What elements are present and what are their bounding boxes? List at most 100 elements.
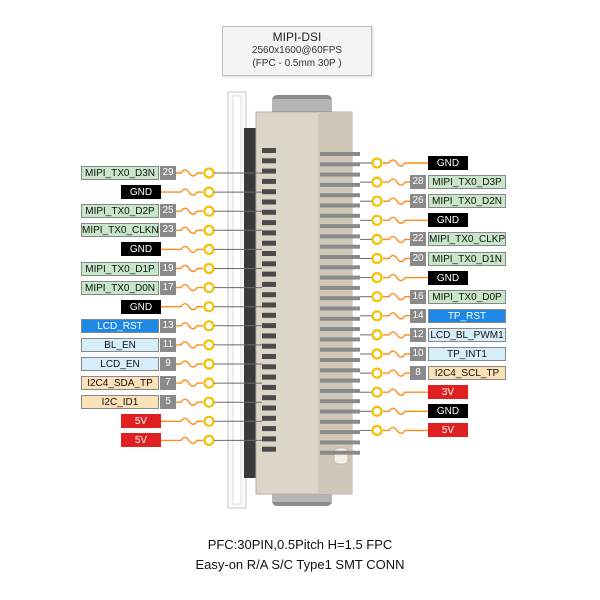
right-pad xyxy=(371,233,383,245)
right-wire xyxy=(383,235,410,244)
left-pin-number: 25 xyxy=(160,204,176,219)
right-wire xyxy=(383,312,410,320)
left-pin-label: I2C4_SDA_TP xyxy=(81,376,159,391)
contact-right-25 xyxy=(320,399,360,404)
connector-key xyxy=(333,447,349,465)
contact-right-19 xyxy=(320,337,360,342)
contact-left-27 xyxy=(262,415,276,421)
contact-right-29 xyxy=(320,440,360,445)
left-pin-label: MIPI_TX0_CLKN xyxy=(81,223,159,238)
left-pad xyxy=(203,167,215,179)
title-box: MIPI-DSI 2560x1600@60FPS (FPC - 0.5mm 30… xyxy=(222,26,372,76)
right-wire xyxy=(383,426,428,435)
left-pad xyxy=(203,358,215,370)
right-wire xyxy=(383,293,410,301)
left-pin-label: 5V xyxy=(121,414,161,429)
left-pad xyxy=(203,224,215,236)
right-pin-number: 22 xyxy=(410,232,426,247)
left-pad xyxy=(203,262,215,275)
left-wire xyxy=(176,341,203,349)
left-pin-label: MIPI_TX0_D0N xyxy=(81,280,159,295)
contact-left-2 xyxy=(262,158,276,164)
right-wire xyxy=(383,350,410,358)
contact-right-15 xyxy=(320,296,360,301)
right-pin-number: 8 xyxy=(410,366,426,381)
contact-left-4 xyxy=(262,178,276,184)
right-pin-label: 5V xyxy=(428,423,468,438)
diagram-title: MIPI-DSI xyxy=(272,30,322,44)
contact-right-28 xyxy=(320,430,360,435)
left-pin-label: GND xyxy=(121,242,161,257)
left-pin-label: 5V xyxy=(121,433,161,448)
left-wire xyxy=(161,245,203,254)
contact-left-3 xyxy=(262,168,276,174)
right-pin-label: MIPI_TX0_D1N xyxy=(428,251,506,266)
contact-right-12 xyxy=(320,265,360,270)
left-pad xyxy=(203,339,215,351)
right-pad xyxy=(371,367,383,379)
contact-left-30 xyxy=(262,446,276,452)
right-pad xyxy=(371,272,383,284)
left-pin-label: MIPI_TX0_D2P xyxy=(81,204,159,219)
left-pin-number: 7 xyxy=(160,376,176,391)
contact-left-6 xyxy=(262,199,276,205)
right-pin-number: 28 xyxy=(410,175,426,190)
contact-right-4 xyxy=(320,182,360,187)
right-pin-number: 10 xyxy=(410,347,426,361)
left-pin-label: BL_EN xyxy=(81,337,159,352)
left-pin-number: 19 xyxy=(160,261,176,276)
left-wire xyxy=(176,360,203,368)
contact-left-24 xyxy=(262,384,276,390)
right-pad xyxy=(371,291,383,303)
contact-left-9 xyxy=(262,230,276,236)
right-pin-label: MIPI_TX0_D0P xyxy=(428,289,506,304)
right-pin-label: TP_RST xyxy=(428,308,506,323)
left-pin-label: LCD_EN xyxy=(81,357,159,371)
left-pad xyxy=(203,282,215,294)
right-wire xyxy=(383,331,410,339)
contact-right-6 xyxy=(320,203,360,208)
connector-back-wall xyxy=(244,128,256,478)
left-pad xyxy=(203,243,215,255)
left-wire xyxy=(176,226,203,234)
left-wire xyxy=(176,207,203,215)
contact-left-23 xyxy=(262,374,276,380)
right-pad xyxy=(371,348,383,360)
contact-right-18 xyxy=(320,327,360,332)
left-pin-number: 9 xyxy=(160,357,176,371)
right-pad xyxy=(371,329,383,341)
right-wire xyxy=(383,254,410,263)
right-wire xyxy=(383,388,428,396)
left-pin-number: 29 xyxy=(160,166,176,180)
right-pad xyxy=(371,157,383,169)
contact-left-25 xyxy=(262,395,276,401)
right-pin-label: LCD_BL_PWM1 xyxy=(428,327,506,342)
left-pin-label: I2C_ID1 xyxy=(81,395,159,410)
contact-left-19 xyxy=(262,333,276,339)
right-pin-label: I2C4_SCL_TP xyxy=(428,366,506,381)
contact-right-5 xyxy=(320,193,360,198)
right-wire xyxy=(383,216,428,224)
left-pad xyxy=(203,377,215,389)
right-wire xyxy=(383,178,410,186)
left-wire xyxy=(161,436,203,445)
right-pad xyxy=(371,424,383,436)
contact-right-9 xyxy=(320,234,360,239)
contact-left-22 xyxy=(262,364,276,370)
right-pad xyxy=(371,310,383,322)
left-pin-label: MIPI_TX0_D1P xyxy=(81,261,159,276)
right-pin-label: 3V xyxy=(428,385,468,400)
contact-right-14 xyxy=(320,285,360,290)
connector-bottom-latch-shine xyxy=(272,492,332,502)
right-pin-label: MIPI_TX0_D3P xyxy=(428,175,506,190)
right-pin-label: TP_INT1 xyxy=(428,347,506,361)
contact-right-20 xyxy=(320,347,360,352)
contact-right-13 xyxy=(320,275,360,280)
left-pin-number: 17 xyxy=(160,280,176,295)
left-wire xyxy=(176,322,203,330)
left-wire xyxy=(176,169,203,177)
contact-left-8 xyxy=(262,220,276,226)
right-pad xyxy=(371,176,383,188)
contact-left-20 xyxy=(262,343,276,349)
